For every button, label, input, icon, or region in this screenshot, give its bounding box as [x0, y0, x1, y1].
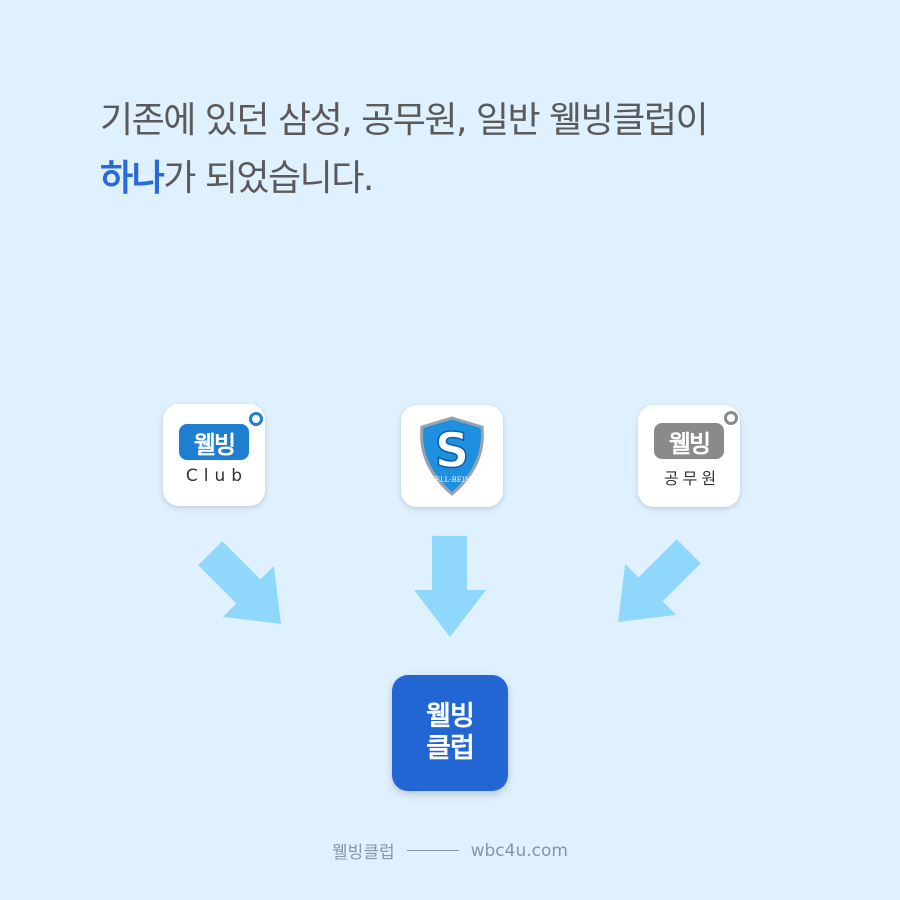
headline: 기존에 있던 삼성, 공무원, 일반 웰빙클럽이 하나가 되었습니다. [100, 92, 709, 208]
footer-divider [406, 850, 459, 851]
result-line1: 웰빙 [426, 701, 475, 732]
headline-line1: 기존에 있던 삼성, 공무원, 일반 웰빙클럽이 [100, 100, 709, 141]
app-sub-label: 공무원 [663, 469, 721, 488]
wellbeing-logo: 웰빙 [654, 411, 738, 459]
result-line2: 클럽 [426, 733, 475, 764]
arrow-down-left-icon [618, 539, 701, 622]
wellbeing-club-result-icon: 웰빙 클럽 [392, 675, 508, 791]
app-sub-label: Club [185, 466, 249, 486]
footer-brand: 웰빙클럽 [332, 843, 395, 863]
headline-line2: 하나가 되었습니다. [100, 150, 707, 208]
app-icon-wellbeing-club: 웰빙 Club [163, 404, 265, 506]
footer: 웰빙클럽 wbc4u.com [0, 838, 900, 864]
headline-line2-rest: 가 되었습니다. [163, 158, 374, 199]
arrow-down-right-icon [198, 541, 281, 624]
app-icon-samsung-wellbeing: S WELL-BEING [401, 405, 503, 507]
footer-url[interactable]: wbc4u.com [470, 840, 568, 861]
headline-highlight: 하나 [100, 158, 165, 199]
svg-text:WELL-BEING: WELL-BEING [428, 476, 477, 484]
shield-s-logo: S WELL-BEING [420, 416, 484, 496]
wellbeing-logo: 웰빙 [179, 412, 263, 460]
app-icon-wellbeing-public: 웰빙 공무원 [638, 405, 740, 507]
arrow-down-icon [414, 536, 486, 637]
svg-text:S: S [435, 423, 470, 479]
